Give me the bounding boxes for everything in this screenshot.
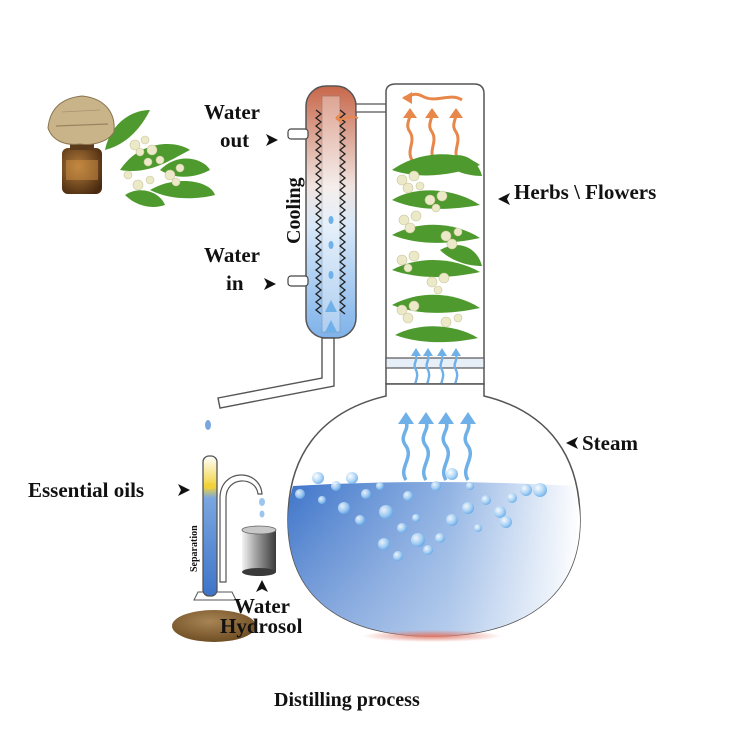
hydrosol-cup	[241, 525, 277, 576]
herb-flower-stack	[396, 170, 463, 328]
stand-base	[172, 610, 256, 642]
condenser	[217, 85, 387, 409]
vapor-bridge	[355, 103, 387, 113]
essential-oils-label: Essential oils	[28, 478, 144, 502]
herbs-flowers-label: Herbs \ Flowers	[514, 180, 656, 204]
steam-label: Steam	[582, 431, 638, 455]
water-in-pipe	[287, 275, 309, 287]
separation-tube	[202, 455, 218, 597]
water-label: Water	[234, 594, 290, 618]
neck-steam-arrowheads	[411, 348, 461, 356]
essential-oil-layer	[204, 483, 216, 489]
steam-arrows	[401, 421, 472, 481]
cooling-label: Cooling	[283, 177, 305, 244]
essential-oil-bottle-icon	[47, 95, 115, 194]
boiling-flask	[287, 383, 581, 642]
arrowhead-icon-herbs	[498, 193, 510, 205]
hydrosol-label: Hydrosol	[220, 614, 303, 638]
label-pointers	[178, 134, 578, 592]
hydrosol-drops	[259, 498, 265, 518]
cooling-coil	[314, 109, 323, 315]
separation-label: Separation	[189, 525, 200, 572]
arrowhead-icon-water-in	[264, 278, 276, 290]
cooling-coil-right	[338, 109, 347, 315]
water-in-label-line1: Water	[204, 243, 260, 267]
separation-apparatus	[172, 420, 277, 642]
arrowhead-icon-water-out	[266, 134, 278, 146]
herb-leaves	[105, 110, 215, 207]
steam-arrowheads	[398, 412, 476, 424]
arrowhead-icon-hydrosol	[256, 580, 268, 592]
oil-bottle-illustration	[47, 95, 215, 207]
herb-column	[385, 83, 485, 393]
hot-vapor-arrowheads	[402, 92, 463, 118]
water-bubbles	[295, 468, 547, 561]
siphon-tube	[219, 474, 263, 583]
heat-source	[362, 630, 502, 642]
water-out-pipe	[287, 128, 309, 140]
water-out-label-line2: out	[220, 128, 249, 152]
column-sieve	[385, 357, 485, 369]
arrowhead-icon-oils	[178, 484, 190, 496]
condensate-drops	[325, 216, 337, 332]
water-in-label-line2: in	[226, 271, 244, 295]
herb-flower-cluster	[123, 135, 185, 191]
condenser-inner-tube	[321, 95, 341, 333]
water-out-label-line1: Water	[204, 100, 260, 124]
drip-drop	[205, 420, 211, 430]
arrowhead-icon-steam	[566, 437, 578, 449]
diagram-caption: Distilling process	[274, 689, 420, 711]
outlet-tube	[217, 337, 335, 409]
